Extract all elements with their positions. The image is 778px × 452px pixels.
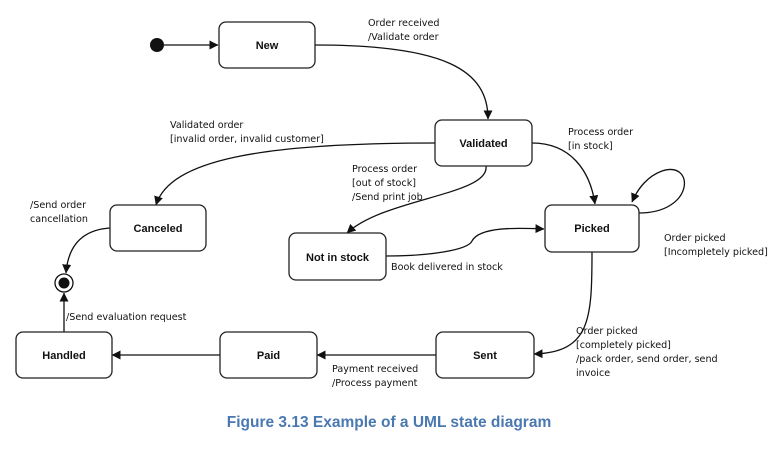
edge-validated-to-canceled (154, 142, 436, 206)
state-handled: Handled (15, 331, 113, 379)
state-not-in-stock-label: Not in stock (306, 252, 370, 264)
state-picked: Picked (544, 204, 640, 253)
state-canceled-label: Canceled (134, 223, 183, 235)
state-validated: Validated (434, 119, 533, 167)
state-diagram: New Validated Canceled Not in stock Pick… (15, 18, 768, 389)
state-handled-label: Handled (42, 350, 85, 362)
label-validated-to-not-in-stock: Process order [out of stock] /Send print… (352, 164, 423, 203)
state-sent-label: Sent (473, 350, 497, 362)
label-canceled-to-final: /Send order cancellation (30, 200, 89, 225)
edge-new-to-validated (314, 44, 493, 120)
edge-validated-to-picked (531, 142, 599, 205)
state-picked-label: Picked (574, 223, 609, 235)
edge-validated-to-not-in-stock (346, 165, 487, 234)
label-validated-to-picked: Process order [in stock] (568, 127, 636, 152)
edge-picked-to-sent (533, 251, 593, 359)
state-validated-label: Validated (459, 138, 507, 150)
final-state (54, 273, 74, 293)
state-canceled: Canceled (109, 204, 207, 252)
state-new: New (218, 21, 316, 69)
state-new-label: New (256, 40, 279, 52)
edge-not-in-stock-to-picked (385, 224, 545, 257)
label-sent-to-paid: Payment received /Process payment (332, 364, 421, 389)
state-paid-label: Paid (257, 350, 280, 362)
figure-caption: Figure 3.13 Example of a UML state diagr… (226, 414, 552, 431)
edge-canceled-to-final (62, 227, 111, 274)
label-handled-to-final: /Send evaluation request (66, 312, 187, 323)
initial-state (150, 38, 164, 52)
label-picked-to-sent: Order picked [completely picked] /pack o… (576, 326, 721, 379)
label-new-to-validated: Order received /Validate order (368, 18, 443, 43)
state-not-in-stock: Not in stock (288, 232, 387, 281)
state-paid: Paid (219, 331, 318, 379)
state-sent: Sent (435, 331, 535, 379)
edge-picked-self-loop (631, 168, 686, 214)
label-validated-to-canceled: Validated order [invalid order, invalid … (170, 120, 324, 145)
label-picked-self: Order picked [Incompletely picked] (664, 233, 768, 258)
label-not-in-stock-to-picked: Book delivered in stock (391, 262, 503, 273)
